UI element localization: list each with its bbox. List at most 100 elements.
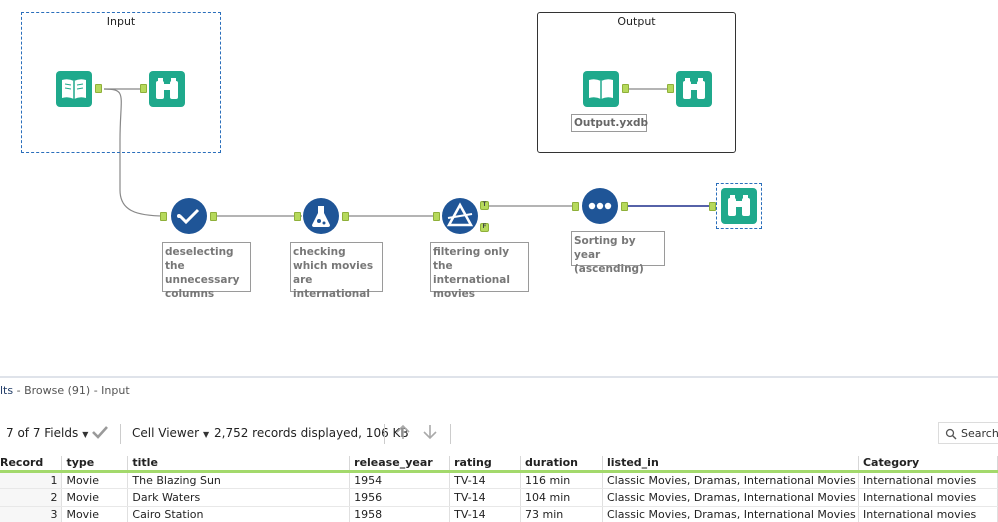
formula-input-anchor[interactable] — [294, 212, 301, 221]
column-header-duration[interactable]: duration — [520, 456, 603, 473]
final-browse-input-anchor[interactable] — [709, 202, 716, 211]
results-panel: lts - Browse (91) - Input 7 of 7 Fields▼… — [0, 376, 998, 522]
sort-annotation: Sorting by year (ascending) — [571, 231, 665, 275]
workflow-canvas[interactable]: Input Output — [0, 0, 998, 376]
cell-listed-in[interactable]: Classic Movies, Dramas, International Mo… — [602, 506, 859, 522]
cell-category[interactable]: International movies — [858, 506, 998, 522]
column-header-record[interactable]: Record — [0, 456, 63, 473]
cell-listed-in[interactable]: Classic Movies, Dramas, International Mo… — [602, 488, 859, 507]
cell-type[interactable]: Movie — [61, 506, 129, 522]
browse-tool-input[interactable] — [149, 71, 185, 107]
cell-rating[interactable]: TV-14 — [449, 488, 522, 507]
formula-tool[interactable] — [303, 198, 339, 234]
apply-fields-button[interactable] — [91, 423, 109, 444]
arrow-up-icon — [396, 424, 410, 439]
fields-label: 7 of 7 Fields — [6, 426, 79, 440]
browse-input-anchor[interactable] — [140, 84, 147, 93]
results-title: lts — [0, 384, 14, 397]
filter-false-anchor[interactable]: F — [480, 223, 489, 232]
filter-tool[interactable] — [442, 198, 478, 234]
chevron-down-icon: ▼ — [203, 430, 210, 439]
output-browse-input-anchor[interactable] — [667, 84, 674, 93]
output-tool-anchor[interactable] — [622, 84, 629, 93]
cell-release-year[interactable]: 1958 — [349, 506, 451, 522]
search-input[interactable]: Search — [938, 422, 998, 444]
cell-title[interactable]: The Blazing Sun — [127, 471, 351, 489]
binoculars-browse-icon — [676, 71, 712, 107]
cell-viewer-dropdown[interactable]: Cell Viewer▼ — [132, 426, 209, 440]
cell-rating[interactable]: TV-14 — [449, 471, 522, 489]
output-container[interactable]: Output — [537, 12, 736, 153]
cell-duration[interactable]: 104 min — [520, 488, 603, 507]
formula-flask-icon — [303, 198, 339, 234]
cell-duration[interactable]: 116 min — [520, 471, 603, 489]
filter-true-anchor[interactable]: T — [480, 201, 489, 210]
results-subtitle: - Browse (91) - Input — [13, 384, 130, 397]
binoculars-browse-icon — [721, 188, 757, 224]
scroll-down-button[interactable] — [421, 423, 439, 444]
select-annotation: deselecting the unnecessary columns — [162, 242, 251, 300]
input-data-tool[interactable] — [56, 71, 92, 107]
sort-input-anchor[interactable] — [572, 202, 579, 211]
binoculars-browse-icon — [149, 71, 185, 107]
input-output-anchor[interactable] — [95, 84, 102, 93]
cell-title[interactable]: Cairo Station — [127, 506, 351, 522]
results-toolbar: 7 of 7 Fields▼ Cell Viewer▼ 2,752 record… — [0, 418, 998, 446]
search-label: Search — [961, 427, 998, 440]
column-header-category[interactable]: Category — [858, 456, 998, 473]
fields-dropdown[interactable]: 7 of 7 Fields▼ — [6, 426, 88, 440]
scroll-up-button[interactable] — [394, 423, 412, 444]
cell-title[interactable]: Dark Waters — [127, 488, 351, 507]
search-icon — [945, 428, 957, 440]
wire-input-to-select[interactable] — [103, 88, 166, 217]
sort-output-anchor[interactable] — [621, 202, 628, 211]
select-output-anchor[interactable] — [210, 212, 217, 221]
filter-input-anchor[interactable] — [433, 212, 440, 221]
column-header-listed-in[interactable]: listed_in — [602, 456, 859, 473]
chevron-down-icon: ▼ — [82, 430, 89, 439]
cell-record[interactable]: 3 — [0, 506, 63, 522]
input-container-title: Input — [106, 15, 136, 28]
cell-record[interactable]: 1 — [0, 471, 63, 489]
cell-type[interactable]: Movie — [61, 471, 129, 489]
cell-viewer-label: Cell Viewer — [132, 426, 200, 440]
results-grid[interactable]: Record type title release_year rating du… — [0, 456, 998, 522]
cell-duration[interactable]: 73 min — [520, 506, 603, 522]
column-header-release-year[interactable]: release_year — [349, 456, 451, 473]
table-row[interactable]: 3 Movie Cairo Station 1958 TV-14 73 min … — [0, 506, 998, 522]
table-row[interactable]: 1 Movie The Blazing Sun 1954 TV-14 116 m… — [0, 471, 998, 489]
records-info: 2,752 records displayed, 106 KB — [214, 426, 409, 440]
sort-tool[interactable] — [582, 188, 618, 224]
cell-type[interactable]: Movie — [61, 488, 129, 507]
sort-dots-icon — [582, 188, 618, 224]
formula-output-anchor[interactable] — [342, 212, 349, 221]
cell-release-year[interactable]: 1956 — [349, 488, 451, 507]
cell-rating[interactable]: TV-14 — [449, 506, 522, 522]
output-file-annotation: Output.yxdb — [571, 114, 648, 132]
column-header-title[interactable]: title — [127, 456, 351, 473]
browse-tool-final[interactable] — [716, 183, 762, 229]
select-tool[interactable] — [171, 198, 207, 234]
results-header: lts - Browse (91) - Input — [0, 378, 998, 412]
browse-tool-output[interactable] — [676, 71, 712, 107]
cell-category[interactable]: International movies — [858, 488, 998, 507]
cell-category[interactable]: International movies — [858, 471, 998, 489]
grid-header-row: Record type title release_year rating du… — [0, 456, 998, 473]
book-input-icon — [56, 71, 92, 107]
formula-annotation: checking which movies are international — [290, 242, 383, 300]
book-output-icon — [583, 71, 619, 107]
select-checkmark-icon — [171, 198, 207, 234]
output-container-title: Output — [617, 15, 656, 28]
filter-triangle-icon — [442, 198, 478, 234]
filter-annotation: filtering only the international movies — [430, 242, 529, 300]
cell-listed-in[interactable]: Classic Movies, Dramas, International Mo… — [602, 471, 859, 489]
select-input-anchor[interactable] — [160, 212, 167, 221]
connection-wires — [103, 88, 712, 217]
column-header-type[interactable]: type — [61, 456, 129, 473]
cell-release-year[interactable]: 1954 — [349, 471, 451, 489]
column-header-rating[interactable]: rating — [449, 456, 522, 473]
cell-record[interactable]: 2 — [0, 488, 63, 507]
input-container[interactable]: Input — [21, 12, 221, 153]
table-row[interactable]: 2 Movie Dark Waters 1956 TV-14 104 min C… — [0, 488, 998, 507]
output-data-tool[interactable] — [583, 71, 619, 107]
